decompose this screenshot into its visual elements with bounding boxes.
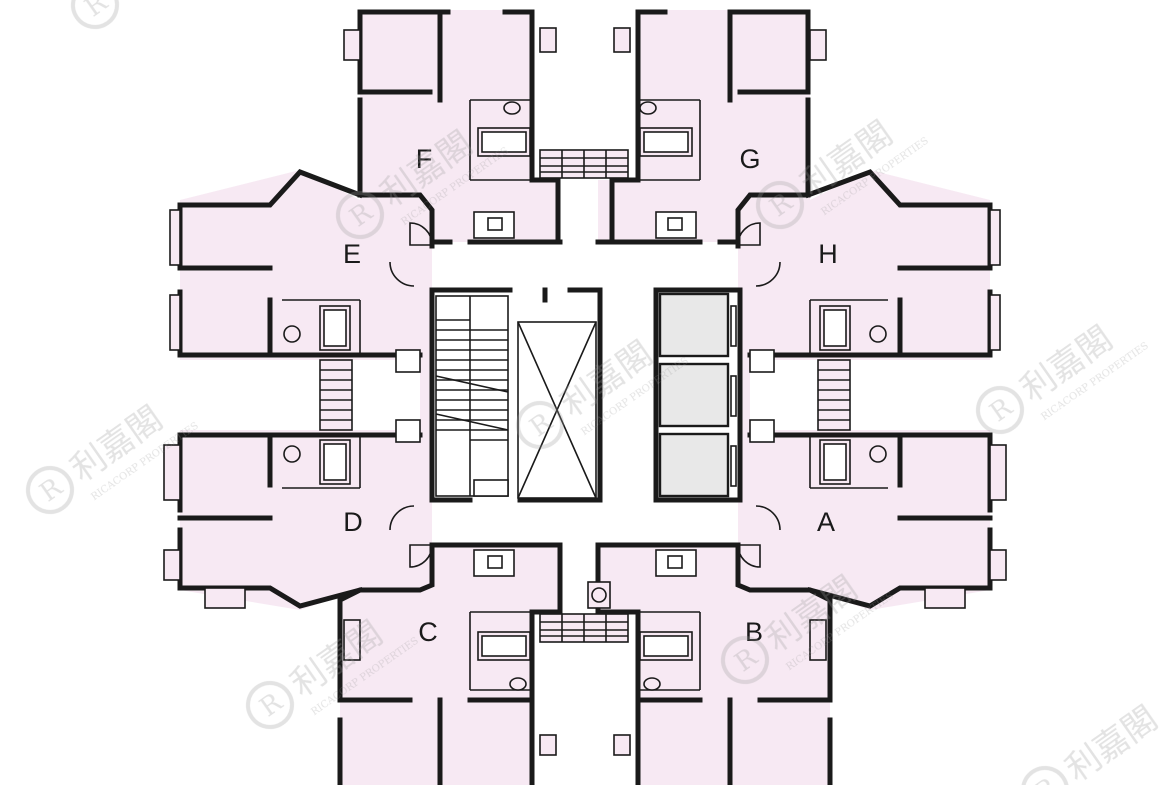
flat-f-area: [360, 10, 560, 242]
unit-label-d: D: [343, 507, 363, 537]
flat-h-area: [738, 170, 990, 400]
unit-labels: A B C D E F G H: [343, 144, 838, 647]
unit-label-h: H: [818, 239, 838, 269]
unit-label-b: B: [745, 617, 763, 647]
flat-g-area: [598, 10, 810, 242]
unit-label-a: A: [817, 507, 835, 537]
unit-label-g: G: [739, 144, 760, 174]
flat-a-area: [738, 400, 990, 610]
service-stairs: [539, 149, 629, 643]
central-core: [429, 287, 743, 503]
watermark-logo: R 利嘉閣: [1021, 699, 1165, 785]
flat-d-area: [180, 400, 432, 610]
flat-e-area: [180, 170, 432, 400]
svg-text:R: R: [985, 392, 1019, 429]
watermarks: R 利嘉閣 R 利嘉閣 RICACORP PROPERTIES R 利嘉閣 RI…: [26, 0, 1165, 785]
unit-label-f: F: [416, 144, 433, 174]
unit-label-c: C: [418, 617, 438, 647]
interior-details: [163, 9, 1007, 756]
svg-text:R: R: [255, 687, 289, 724]
unit-label-e: E: [343, 239, 361, 269]
svg-text:利嘉閣: 利嘉閣: [1059, 699, 1165, 785]
flat-b-area: [598, 545, 830, 785]
flat-areas: [180, 10, 990, 785]
svg-text:R: R: [35, 472, 69, 509]
flat-c-area: [340, 545, 560, 785]
watermark-logo: R 利嘉閣: [71, 0, 215, 29]
svg-text:利嘉閣: 利嘉閣: [109, 0, 215, 5]
